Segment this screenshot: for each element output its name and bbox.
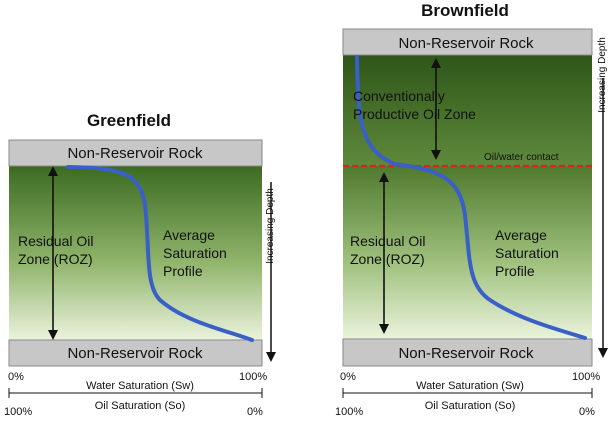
greenfield-bottom-rock-label: Non-Reservoir Rock — [67, 345, 203, 362]
brownfield-sw-max: 100% — [572, 371, 600, 383]
greenfield-so-max: 0% — [247, 406, 263, 418]
greenfield-title: Greenfield — [87, 111, 171, 130]
brownfield-panel: Brownfield Non-Reservoir Rock Non-Reserv… — [335, 1, 608, 418]
brownfield-sw-label: Water Saturation (Sw) — [416, 380, 524, 392]
brownfield-depth-label: Increasing Depth — [597, 37, 608, 113]
brownfield-bottom-rock-label: Non-Reservoir Rock — [398, 345, 534, 362]
greenfield-profile-label-2: Saturation — [163, 245, 227, 261]
greenfield-profile-label-3: Profile — [163, 263, 203, 279]
greenfield-so-min: 100% — [4, 406, 32, 418]
greenfield-panel: Greenfield Non-Reservoir Rock Non-Reserv… — [4, 111, 276, 418]
greenfield-roz-label-2: Zone (ROZ) — [18, 251, 93, 267]
brownfield-conventional-label-2: Productive Oil Zone — [353, 106, 476, 122]
greenfield-depth-label: Increasing Depth — [265, 188, 276, 264]
greenfield-so-label: Oil Saturation (So) — [95, 400, 185, 412]
brownfield-saturation-curve — [355, 55, 587, 340]
brownfield-profile-label-1: Average — [495, 227, 547, 243]
greenfield-top-rock-label: Non-Reservoir Rock — [67, 145, 203, 162]
greenfield-roz-label-1: Residual Oil — [18, 233, 93, 249]
greenfield-roz-arrow-down — [48, 330, 58, 340]
brownfield-roz-label-1: Residual Oil — [350, 233, 425, 249]
brownfield-top-rock — [342, 28, 593, 56]
brownfield-owc-label: Oil/water contact — [484, 152, 559, 163]
brownfield-conventional-zone — [343, 55, 592, 166]
brownfield-profile-label-3: Profile — [495, 263, 535, 279]
greenfield-depth-arrow-head — [266, 352, 276, 362]
greenfield-roz-arrow-up — [48, 166, 58, 176]
greenfield-profile-label-1: Average — [163, 227, 215, 243]
brownfield-so-label: Oil Saturation (So) — [425, 400, 515, 412]
brownfield-title: Brownfield — [421, 1, 509, 20]
brownfield-sw-min: 0% — [340, 371, 356, 383]
brownfield-top-rock-label: Non-Reservoir Rock — [398, 35, 534, 52]
greenfield-roz-zone — [9, 166, 262, 340]
greenfield-sw-min: 0% — [8, 371, 24, 383]
greenfield-sw-label: Water Saturation (Sw) — [86, 380, 194, 392]
brownfield-conventional-label-1: Conventionally — [353, 88, 445, 104]
brownfield-profile-label-2: Saturation — [495, 245, 559, 261]
greenfield-saturation-curve — [66, 165, 254, 342]
brownfield-so-max: 0% — [579, 406, 595, 418]
greenfield-top-rock — [8, 139, 263, 167]
brownfield-bottom-rock — [342, 338, 593, 367]
greenfield-bottom-rock — [8, 339, 263, 367]
brownfield-depth-arrow-head — [598, 348, 608, 358]
greenfield-sw-max: 100% — [239, 371, 267, 383]
brownfield-so-min: 100% — [335, 406, 363, 418]
brownfield-roz-label-2: Zone (ROZ) — [350, 251, 425, 267]
